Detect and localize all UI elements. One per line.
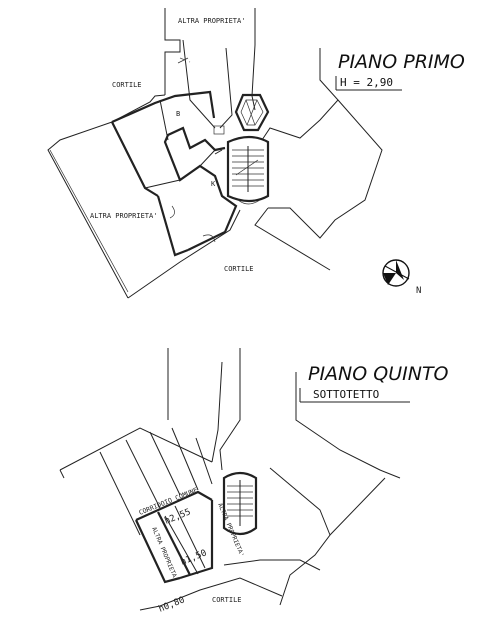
fifth-floor-subtitle: SOTTOTETTO (313, 388, 379, 401)
building-outline-lower (59, 348, 401, 611)
label-courtyard-lower: CORTILE (212, 596, 242, 604)
apartment-walls (111, 39, 238, 257)
fifth-floor-title: PIANO QUINTO (308, 363, 449, 385)
label-other-property-top: ALTRA PROPRIETA' (178, 17, 245, 25)
label-height-0-80: h0,80 (157, 595, 186, 614)
fifth-floor-plan: CORRIDOIO COMUNE ALTRA PROPRIETA' ALTRA … (59, 348, 449, 615)
staircase (226, 135, 270, 205)
label-other-property-lower-left: ALTRA PROPRIETA' (150, 526, 179, 582)
label-courtyard-bottom: CORTILE (224, 265, 254, 273)
staircase-lower (222, 471, 258, 536)
label-courtyard-left: CORTILE (112, 81, 142, 89)
elevator-hexagon (234, 93, 270, 132)
first-floor-title: PIANO PRIMO (338, 51, 465, 73)
attic-bays (99, 427, 214, 584)
building-outline (47, 8, 383, 299)
compass-north-label: N (416, 286, 421, 296)
label-room-b: B (176, 110, 180, 118)
label-other-property-lower-right: ALTRA PROPRIETA' (216, 502, 245, 558)
compass-icon (382, 259, 410, 287)
label-room-k: K (211, 180, 216, 188)
first-floor-plan: ALTRA PROPRIETA' CORTILE ALTRA PROPRIETA… (47, 8, 465, 299)
first-floor-height-note: H = 2,90 (340, 76, 393, 89)
label-other-property-left: ALTRA PROPRIETA' (90, 212, 157, 220)
label-height-2-55: h2,55 (163, 507, 192, 526)
